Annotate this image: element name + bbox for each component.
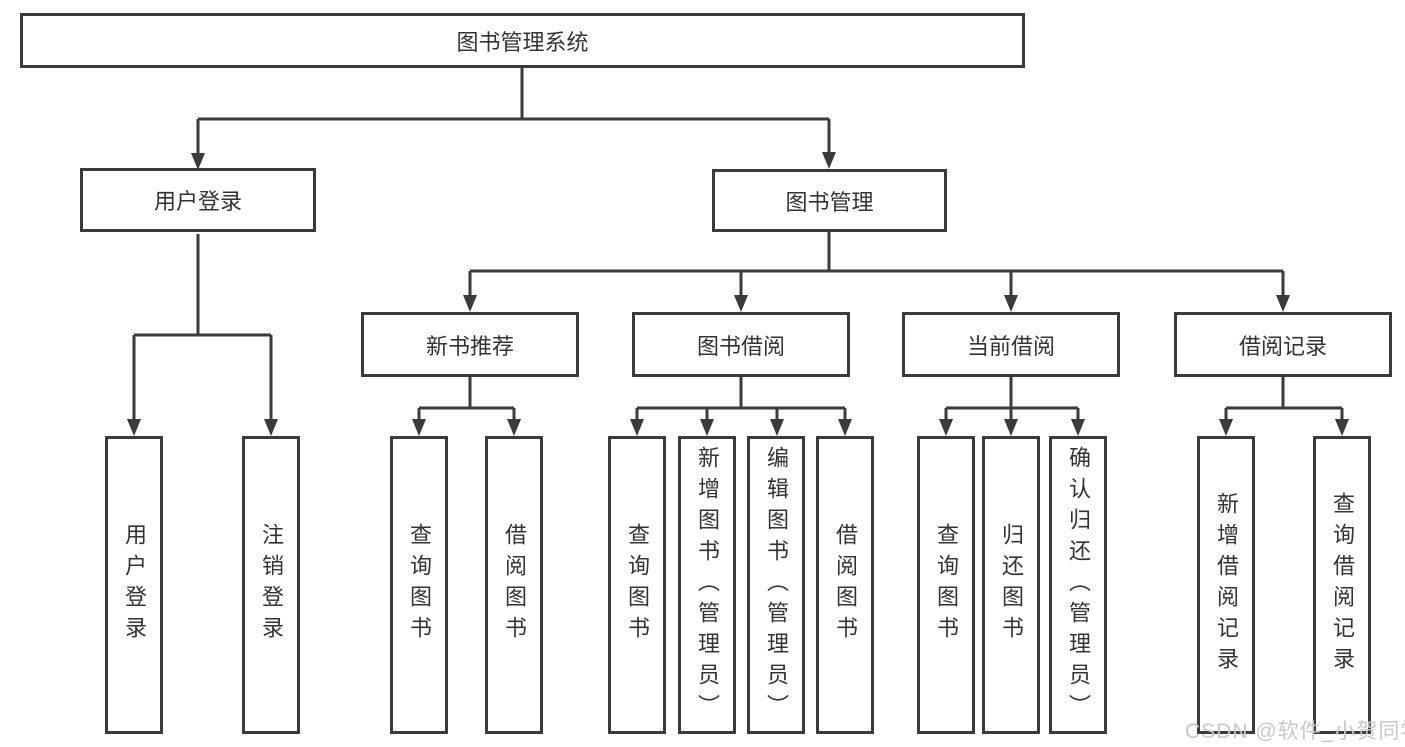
leaf-add-books-admin: 新增图书（管理员） bbox=[678, 436, 736, 734]
arrowhead-icons bbox=[127, 152, 1349, 436]
node-borrow-records: 借阅记录 bbox=[1174, 312, 1392, 377]
node-label: 图书管理系统 bbox=[456, 29, 589, 55]
node-label: 新增图书（管理员） bbox=[695, 445, 720, 725]
node-label: 借阅图书 bbox=[833, 523, 858, 647]
leaf-query-books: 查询图书 bbox=[917, 436, 975, 734]
leaf-add-borrow-record: 新增借阅记录 bbox=[1197, 436, 1255, 734]
node-label: 新增借阅记录 bbox=[1214, 492, 1239, 678]
node-label: 借阅图书 bbox=[502, 523, 527, 647]
node-label: 图书管理 bbox=[785, 189, 874, 215]
leaf-edit-books-admin: 编辑图书（管理员） bbox=[747, 436, 805, 734]
leaf-query-books: 查询图书 bbox=[390, 436, 448, 734]
leaf-borrow-books: 借阅图书 bbox=[485, 436, 543, 734]
node-book-borrowing: 图书借阅 bbox=[632, 312, 850, 377]
node-label: 借阅记录 bbox=[1238, 333, 1327, 359]
node-label: 查询图书 bbox=[934, 523, 959, 647]
leaf-logout: 注销登录 bbox=[242, 436, 300, 734]
csdn-watermark: CSDN @软件_小贺同学 bbox=[1185, 720, 1405, 743]
node-label: 新书推荐 bbox=[425, 333, 514, 359]
leaf-confirm-return-admin: 确认归还（管理员） bbox=[1049, 436, 1107, 734]
leaf-return-books: 归还图书 bbox=[982, 436, 1040, 734]
leaf-borrow-books: 借阅图书 bbox=[816, 436, 874, 734]
node-label: 查询图书 bbox=[625, 523, 650, 647]
node-label: 查询借阅记录 bbox=[1330, 492, 1355, 678]
node-new-book-recommend: 新书推荐 bbox=[361, 312, 579, 377]
node-library-system: 图书管理系统 bbox=[20, 13, 1025, 68]
node-label: 归还图书 bbox=[999, 523, 1024, 647]
node-label: 编辑图书（管理员） bbox=[764, 445, 789, 725]
node-label: 查询图书 bbox=[407, 523, 432, 647]
leaf-user-login: 用户登录 bbox=[105, 436, 163, 734]
node-current-borrowing: 当前借阅 bbox=[902, 312, 1120, 377]
node-book-management: 图书管理 bbox=[712, 169, 947, 232]
node-label: 当前借阅 bbox=[966, 333, 1055, 359]
leaf-query-books: 查询图书 bbox=[608, 436, 666, 734]
node-label: 用户登录 bbox=[122, 523, 147, 647]
node-label: 用户登录 bbox=[153, 189, 242, 214]
node-user-login: 用户登录 bbox=[80, 168, 316, 232]
node-label: 图书借阅 bbox=[696, 333, 785, 359]
node-label: 确认归还（管理员） bbox=[1066, 445, 1091, 725]
leaf-query-borrow-record: 查询借阅记录 bbox=[1313, 436, 1371, 734]
node-label: 注销登录 bbox=[259, 523, 284, 647]
